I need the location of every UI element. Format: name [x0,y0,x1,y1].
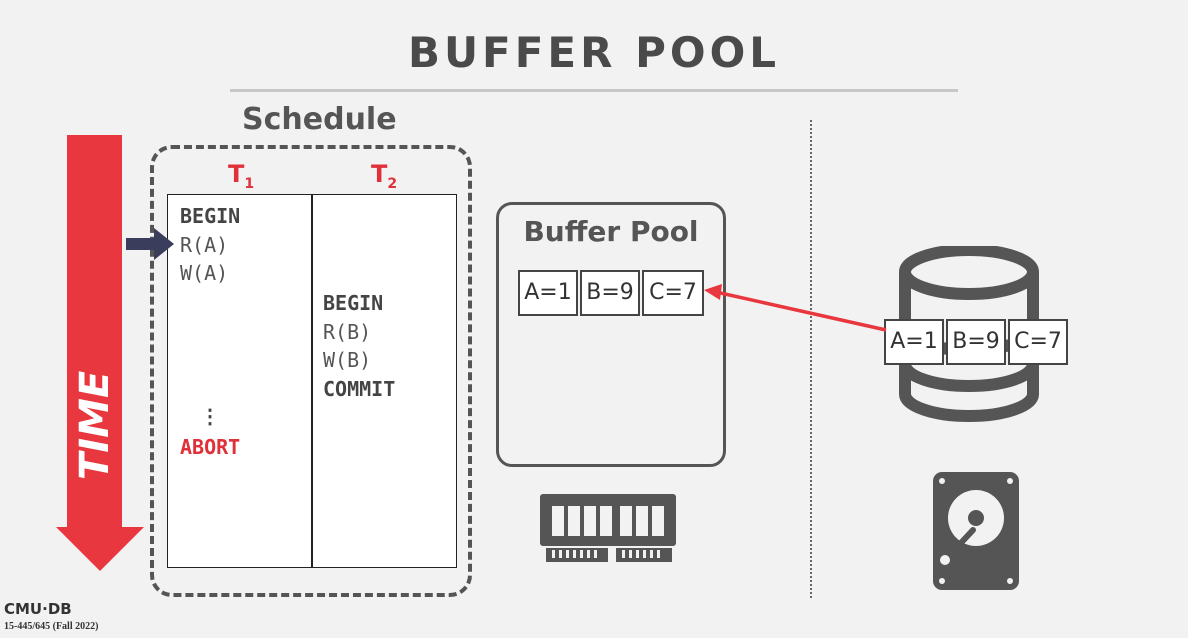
time-arrow: TIME [56,135,144,571]
t1-header-letter: T [228,160,245,188]
title-underline [230,89,958,92]
time-label: TIME [72,371,118,480]
t1-op-read-a: R(A) [180,232,229,257]
schedule-column-divider [311,194,313,568]
t2-header: T2 [371,160,397,192]
buffer-cell-b: B=9 [580,270,640,316]
buffer-cell-a: A=1 [518,270,578,316]
t2-op-read-b: R(B) [323,319,372,344]
pointer-arrow [126,228,174,260]
fetch-arrow [704,284,887,332]
disk-pages: A=1 B=9 C=7 [884,319,1070,365]
t1-header-sub: 1 [244,175,255,192]
t1-op-write-a: W(A) [180,261,229,285]
t2-header-sub: 2 [387,175,398,192]
buffer-pool-box [496,202,726,467]
time-arrow-shaft [67,135,122,527]
slide-title: BUFFER POOL [407,28,781,77]
hard-disk-icon [933,472,1019,590]
t2-operations: BEGIN R(B) W(B) COMMIT [323,289,395,403]
schedule-box [150,145,472,597]
cmu-db-logo: CMU·DB [4,600,72,618]
t2-op-commit: COMMIT [323,376,396,401]
t2-op-write-b: W(B) [323,348,372,372]
disk-cell-a: A=1 [884,319,944,365]
t1-op-begin: BEGIN [180,204,241,228]
disk-cell-b: B=9 [946,319,1006,365]
memory-disk-divider [810,120,812,598]
t1-header: T1 [228,160,254,192]
buffer-cell-c: C=7 [642,270,704,316]
course-label: 15-445/645 (Fall 2022) [4,621,99,632]
buffer-pool-pages: A=1 B=9 C=7 [518,270,706,316]
t1-operations: BEGIN R(A) W(A) [180,202,240,288]
t1-op-abort: ABORT [180,435,241,459]
t1-ellipsis: ⋮ [200,404,220,428]
buffer-pool-label: Buffer Pool [523,215,699,248]
memory-chip-icon [540,494,676,562]
t2-header-letter: T [371,160,388,188]
t2-op-begin: BEGIN [323,291,384,315]
disk-cell-c: C=7 [1008,319,1068,365]
time-arrow-head [56,527,144,571]
schedule-label: Schedule [242,102,397,137]
